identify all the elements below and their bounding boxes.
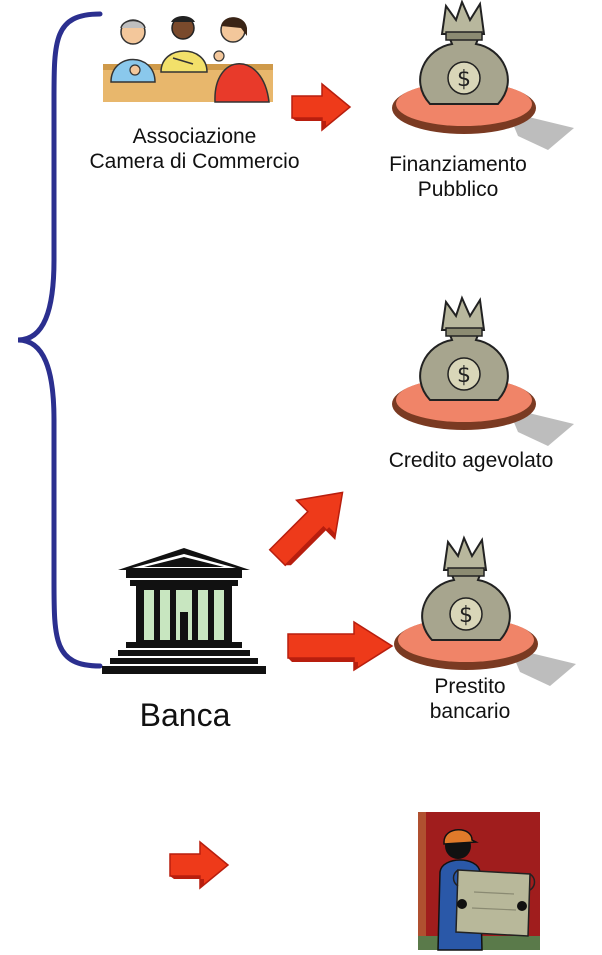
red-arrow-icon (169, 840, 230, 890)
association-label-line2: Camera di Commercio (89, 150, 300, 174)
worker-with-blueprint-icon (418, 812, 540, 951)
public-funding-label-line2: Pubblico (417, 178, 499, 202)
bank-loan-label-line1: Prestito (434, 675, 506, 698)
svg-text:$: $ (459, 603, 473, 628)
bank-label: Banca (110, 696, 260, 734)
association-label: Associazione Camera di Commercio (62, 124, 327, 174)
people-meeting-icon (103, 16, 273, 103)
red-arrow-icon (268, 491, 344, 567)
money-bag-icon: $ (392, 295, 574, 446)
money-bag-icon: $ (392, 0, 574, 150)
svg-text:$: $ (457, 363, 471, 388)
red-arrow-icon (291, 82, 352, 132)
grouping-brace (17, 11, 103, 669)
bank-building-icon (102, 548, 266, 674)
svg-text:$: $ (457, 67, 471, 92)
subsidized-credit-label: Credito agevolato (366, 448, 576, 473)
money-bag-icon: $ (394, 535, 576, 686)
association-label-line1: Associazione (132, 125, 257, 148)
bank-loan-label-line2: bancario (429, 700, 511, 724)
bank-label-text: Banca (139, 697, 231, 733)
red-arrow-icon (287, 620, 394, 672)
public-funding-label: Finanziamento Pubblico (378, 152, 538, 202)
public-funding-label-line1: Finanziamento (389, 153, 527, 176)
subsidized-credit-label-text: Credito agevolato (388, 449, 554, 472)
bank-loan-label: Prestito bancario (400, 674, 540, 724)
